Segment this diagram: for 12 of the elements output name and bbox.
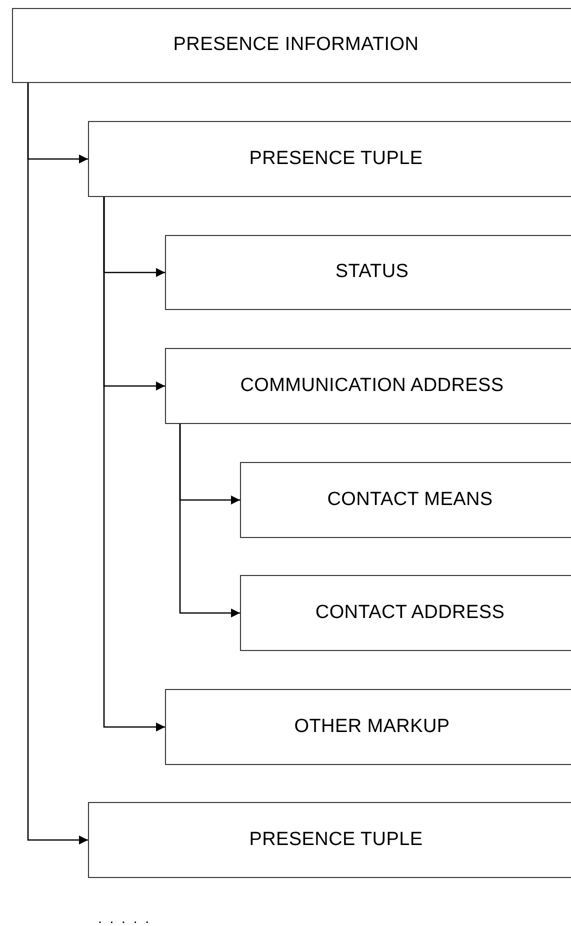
label-box: STATUS — [165, 235, 571, 310]
connector-arrow — [27, 83, 88, 844]
connector-arrow — [179, 424, 240, 618]
label-box: CONTACT MEANS — [240, 462, 571, 538]
label-box: COMMUNICATION ADDRESS — [165, 348, 571, 424]
label-box: PRESENCE TUPLE — [88, 121, 571, 197]
label-box: PRESENCE INFORMATION — [12, 8, 571, 83]
ellipsis-text: . . . . . — [98, 909, 152, 926]
connector-arrow — [103, 197, 165, 732]
label-box: OTHER MARKUP — [165, 689, 571, 765]
label-box: CONTACT ADDRESS — [240, 575, 571, 651]
label-box: PRESENCE TUPLE — [88, 802, 571, 878]
